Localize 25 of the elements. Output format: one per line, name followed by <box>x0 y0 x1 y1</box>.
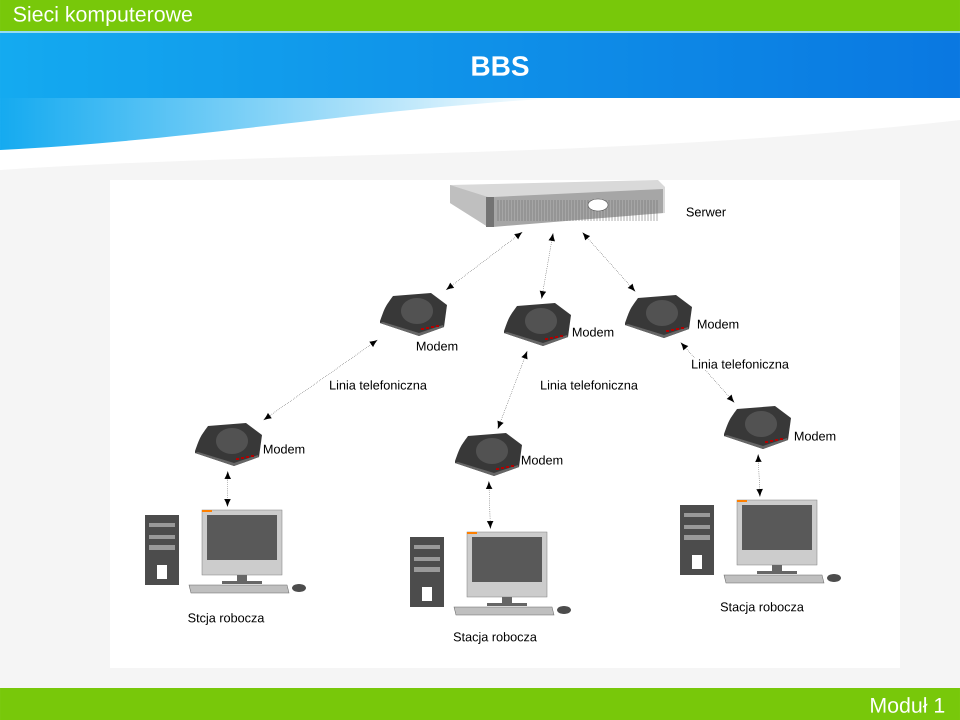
arrow <box>446 232 522 290</box>
node-label: Stacja robocza <box>454 632 537 644</box>
arrow <box>264 340 378 420</box>
node-label: Modem <box>522 455 562 465</box>
arrow <box>582 232 636 292</box>
edge-label: Linia telefoniczna <box>538 379 640 391</box>
arrow <box>486 482 494 528</box>
arrow <box>680 342 734 402</box>
node-label: Stacja robocza <box>720 602 804 614</box>
arrow <box>755 454 763 496</box>
edge-label: Linia telefoniczna <box>690 358 790 370</box>
node-label: Modem <box>698 319 738 329</box>
node-label: Modem <box>264 444 304 454</box>
footer-bar: Moduł 1 <box>0 688 960 720</box>
node-label: Modem <box>416 341 458 351</box>
node-label: Modem <box>572 327 614 337</box>
node-label: Stcja robocza <box>188 613 264 625</box>
edge-label: Linia telefoniczna <box>328 379 428 391</box>
arrow <box>224 472 231 506</box>
slide-title: BBS <box>472 56 528 76</box>
arrow <box>498 351 528 429</box>
node-label: Serwer <box>686 208 726 216</box>
node-label: Modem <box>794 431 836 441</box>
header-bar: Sieci komputerowe <box>0 0 960 33</box>
arrow <box>540 234 555 298</box>
